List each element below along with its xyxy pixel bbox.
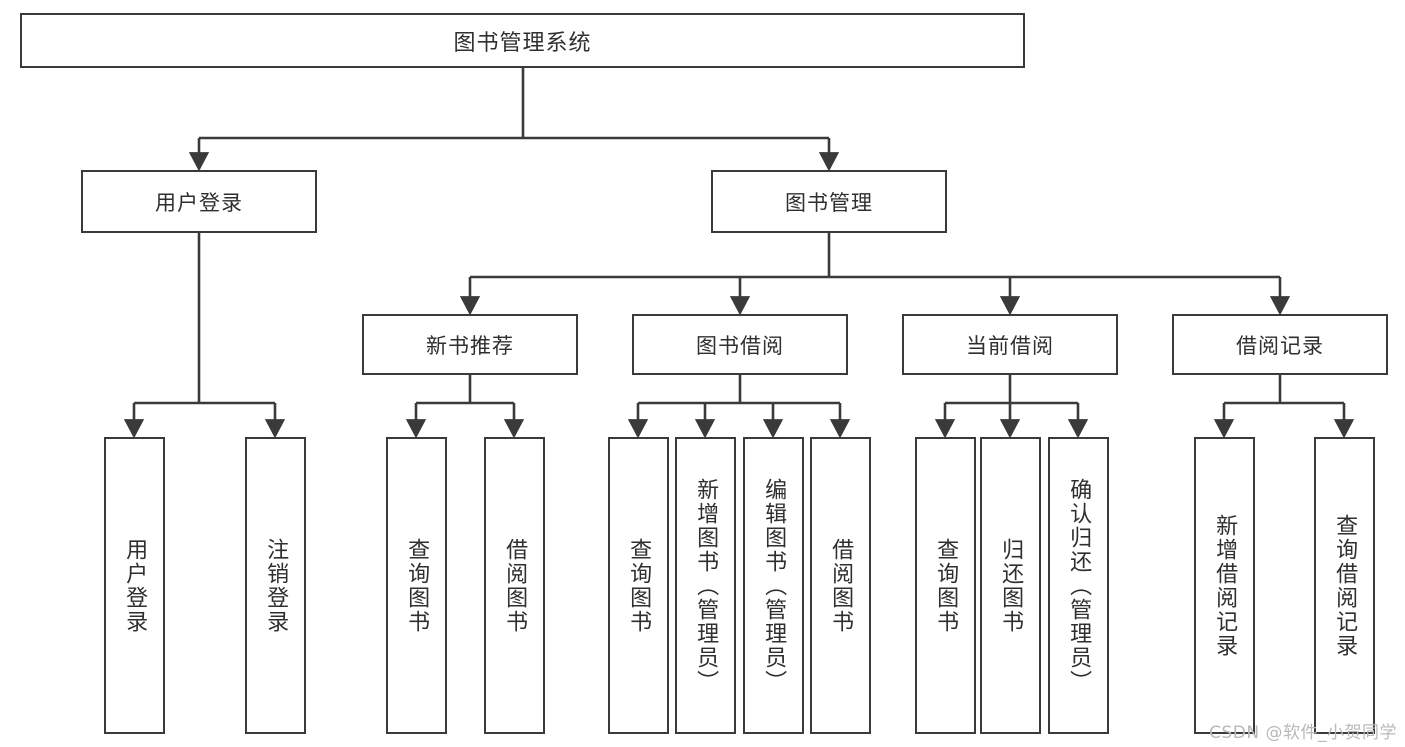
node-borrow-record[interactable]: 借阅记录	[1172, 314, 1388, 375]
node-label: 归还图书	[998, 537, 1024, 634]
node-current-borrow[interactable]: 当前借阅	[902, 314, 1118, 375]
node-label: 新增图书（管理员）	[693, 477, 719, 694]
leaf-borrow-book-2[interactable]: 借阅图书	[810, 437, 871, 734]
node-book-manage[interactable]: 图书管理	[711, 170, 947, 233]
node-label: 查询图书	[404, 537, 430, 634]
leaf-query-book-3[interactable]: 查询图书	[915, 437, 976, 734]
node-label: 图书管理系统	[453, 30, 592, 56]
node-label: 查询图书	[626, 537, 652, 634]
leaf-query-book-1[interactable]: 查询图书	[386, 437, 447, 734]
leaf-logout[interactable]: 注销登录	[245, 437, 306, 734]
node-label: 确认归还（管理员）	[1066, 477, 1092, 694]
node-label: 借阅记录	[1236, 333, 1324, 358]
node-new-book-rec[interactable]: 新书推荐	[362, 314, 578, 375]
node-label: 借阅图书	[828, 537, 854, 634]
leaf-borrow-book-1[interactable]: 借阅图书	[484, 437, 545, 734]
node-label: 图书管理	[785, 190, 873, 215]
leaf-query-record[interactable]: 查询借阅记录	[1314, 437, 1375, 734]
leaf-user-login[interactable]: 用户登录	[104, 437, 165, 734]
leaf-confirm-return[interactable]: 确认归还（管理员）	[1048, 437, 1109, 734]
node-label: 借阅图书	[502, 537, 528, 634]
watermark: CSDN @软件_小贺同学	[1209, 723, 1397, 743]
leaf-edit-book[interactable]: 编辑图书（管理员）	[743, 437, 804, 734]
leaf-return-book[interactable]: 归还图书	[980, 437, 1041, 734]
node-label: 编辑图书（管理员）	[761, 477, 787, 694]
node-label: 用户登录	[122, 537, 148, 634]
node-root[interactable]: 图书管理系统	[20, 13, 1025, 68]
node-label: 图书借阅	[696, 333, 784, 358]
node-label: 用户登录	[155, 190, 243, 215]
node-label: 新增借阅记录	[1212, 513, 1238, 658]
leaf-add-record[interactable]: 新增借阅记录	[1194, 437, 1255, 734]
node-user-login[interactable]: 用户登录	[81, 170, 317, 233]
node-label: 当前借阅	[966, 333, 1054, 358]
node-label: 查询借阅记录	[1332, 513, 1358, 658]
node-book-borrow[interactable]: 图书借阅	[632, 314, 848, 375]
leaf-add-book[interactable]: 新增图书（管理员）	[675, 437, 736, 734]
node-label: 查询图书	[933, 537, 959, 634]
node-label: 新书推荐	[426, 333, 514, 358]
leaf-query-book-2[interactable]: 查询图书	[608, 437, 669, 734]
node-label: 注销登录	[263, 537, 289, 634]
